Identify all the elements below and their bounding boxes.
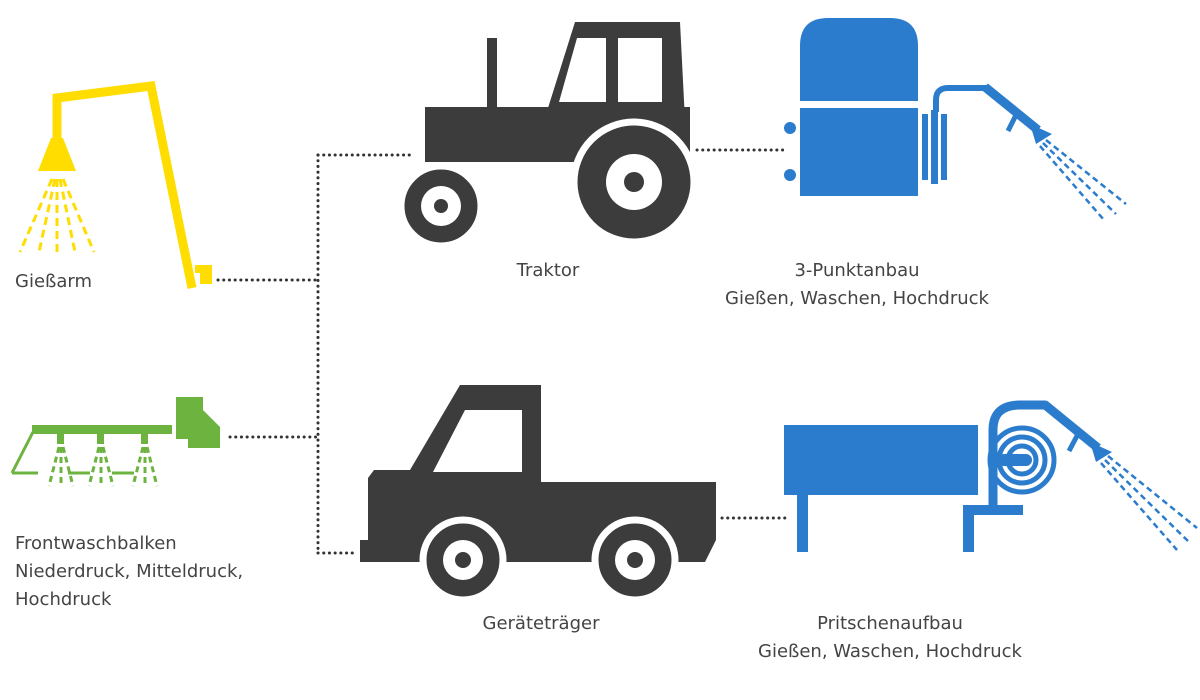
label-frontwaschbalken: Frontwaschbalken Niederdruck, Mitteldruc… (15, 530, 243, 614)
tractor-icon (397, 22, 698, 250)
label-punktanbau-title: 3-Punktanbau (794, 260, 920, 281)
label-frontwaschbalken-line2: Niederdruck, Mitteldruck, (15, 561, 244, 582)
connector-lines (216, 148, 792, 555)
front-wash-boom-icon (10, 397, 220, 487)
label-giessarm: Gießarm (15, 271, 93, 292)
label-punktanbau-subtitle: Gießen, Waschen, Hochdruck (725, 288, 989, 309)
watering-arm-icon (18, 81, 212, 289)
label-frontwaschbalken-line3: Hochdruck (15, 589, 112, 610)
label-pritschenaufbau-title: Pritschenaufbau (817, 613, 963, 634)
label-frontwaschbalken-title: Frontwaschbalken (15, 533, 177, 554)
utility-vehicle-icon (360, 385, 716, 604)
label-pritschenaufbau: Pritschenaufbau Gießen, Waschen, Hochdru… (740, 610, 1040, 666)
label-traktor: Traktor (516, 260, 580, 281)
three-point-sprayer-icon (784, 18, 1127, 221)
label-punktanbau: 3-Punktanbau Gießen, Waschen, Hochdruck (707, 257, 1007, 313)
label-pritschenaufbau-subtitle: Gießen, Waschen, Hochdruck (758, 641, 1022, 662)
label-geraetetraeger: Geräteträger (482, 613, 600, 634)
flatbed-sprayer-icon (784, 400, 1198, 552)
